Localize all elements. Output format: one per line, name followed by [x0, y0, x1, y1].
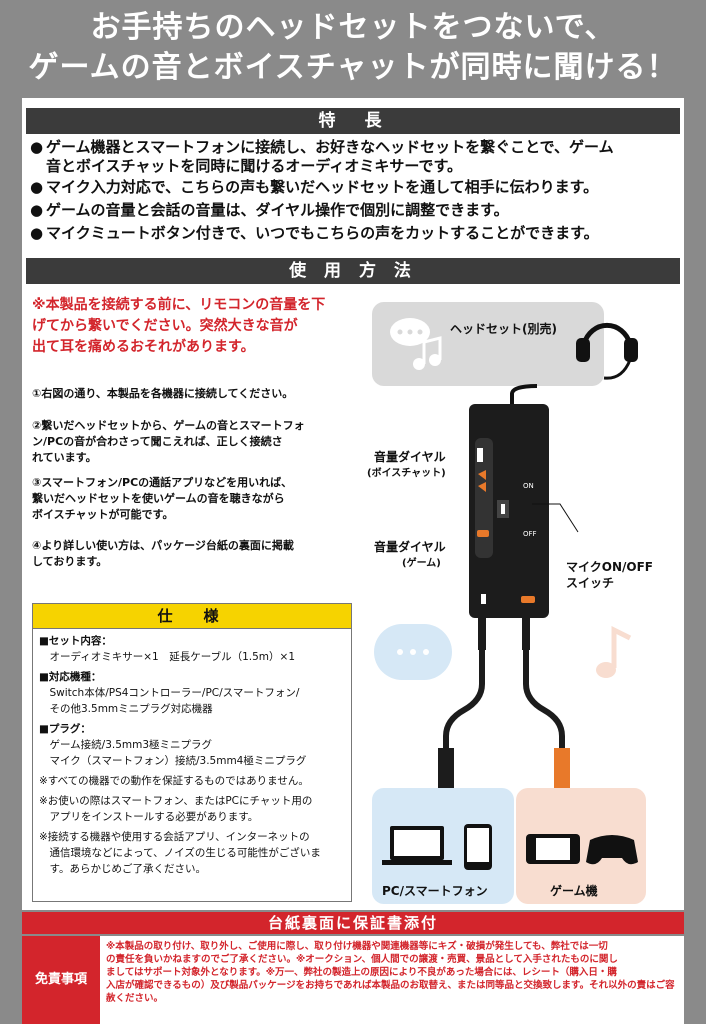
usage-warning: ※本製品を接続する前に、リモコンの音量を下 げてから繋いでください。突然大きな音… — [32, 297, 326, 355]
disclaimer: 免責事項 ※本製品の取り付け、取り外し、ご使用に際し、取り付け機器や関連機器等に… — [22, 936, 684, 1024]
cable-splitter — [438, 618, 570, 788]
warranty-bar: 台紙裏面に保証書添付 — [22, 912, 684, 934]
spec-line: その他3.5mmミニプラグ対応機器 — [39, 703, 213, 715]
main-panel: 特 長 ●ゲーム機器とスマートフォンに接続し、お好きなヘッドセットを繋ぐことで、… — [22, 98, 684, 910]
spec-line: オーディオミキサー×1 延長ケーブル（1.5m）×1 — [39, 651, 296, 663]
game-label: ゲーム機 — [550, 884, 598, 898]
pc-smartphone-panel: PC/スマートフォン — [372, 788, 514, 904]
spec-line: アプリをインストールする必要があります。 — [39, 811, 259, 823]
spec-line: ■プラグ： — [39, 723, 91, 735]
spec-line: ※すべての機器での動作を保証するものではありません。 — [39, 775, 309, 787]
spec-line: す。あらかじめご了承ください。 — [39, 863, 206, 875]
spec-line: Switch本体/PS4コントローラー/PC/スマートフォン/ — [39, 687, 300, 699]
headline-line1: お手持ちのヘッドセットをつないで、 — [90, 10, 616, 45]
spec-title: 仕 様 — [33, 604, 351, 629]
dial-game-sub: (ゲーム) — [402, 558, 441, 569]
spec-line: 通信環境などによって、ノイズの生じる可能性がございま — [39, 847, 321, 859]
spec-line: ■対応機種： — [39, 671, 102, 683]
bullet-icon: ● — [30, 138, 44, 156]
pc-label: PC/スマートフォン — [382, 884, 488, 898]
headline: お手持ちのヘッドセットをつないで、 ゲームの音とボイスチャットが同時に聞ける！ — [0, 0, 706, 98]
usage-title: 使 用 方 法 — [26, 258, 680, 284]
switch-on-label: ON — [523, 482, 534, 490]
music-note-icon — [596, 625, 632, 678]
dial-game-label: 音量ダイヤル — [374, 540, 446, 554]
mic-switch-label: マイクON/OFF — [566, 560, 653, 574]
spec-line: ■セット内容： — [39, 635, 112, 647]
feature-item-4: ●マイクミュートボタン付きで、いつでもこちらの声をカットすることができます。 — [30, 224, 599, 242]
chat-bubble-left-icon — [374, 624, 452, 680]
spec-line: ※お使いの際はスマートフォン、またはPCにチャット用の — [39, 795, 313, 807]
disclaimer-label: 免責事項 — [22, 936, 100, 1024]
features-title: 特 長 — [26, 108, 680, 134]
mic-switch-pointer — [532, 503, 579, 533]
usage-step-1: ①右図の通り、本製品を各機器に接続してください。 — [32, 387, 294, 400]
headline-line2: ゲームの音とボイスチャットが同時に聞ける！ — [28, 50, 678, 85]
headset-icon — [576, 322, 638, 380]
switch-off-label: OFF — [523, 530, 537, 538]
dial-voice-label: 音量ダイヤル — [374, 450, 446, 464]
spec-line: マイク（スマートフォン）接続/3.5mm4極ミニプラグ — [39, 755, 307, 767]
game-console-panel: ゲーム機 — [516, 788, 646, 904]
dial-voice-sub: (ボイスチャット) — [367, 468, 446, 479]
spec-box: 仕 様 ■セット内容： オーディオミキサー×1 延長ケーブル（1.5m）×1 ■対… — [32, 603, 352, 902]
usage-step-4: ④より詳しい使い方は、パッケージ台紙の裏面に掲載 しております。 — [32, 539, 294, 568]
headset-bubble — [372, 302, 604, 386]
feature-item-1: ●ゲーム機器とスマートフォンに接続し、お好きなヘッドセットを繋ぐことで、ゲーム … — [30, 138, 614, 175]
mixer-device: ON OFF — [469, 404, 549, 618]
spec-line: ※接続する機器や使用する会話アプリ、インターネットの — [39, 831, 310, 843]
headset-cable — [510, 384, 538, 404]
headset-label: ヘッドセット(別売) — [450, 322, 557, 336]
feature-item-3: ●ゲームの音量と会話の音量は、ダイヤル操作で個別に調整できます。 — [30, 201, 509, 219]
usage-step-3: ③スマートフォン/PCの通話アプリなどを用いれば、 繋いだヘッドセットを使いゲー… — [32, 476, 293, 521]
usage-step-2: ②繋いだヘッドセットから、ゲームの音とスマートフォ ン/PCの音が合わさって聞こ… — [32, 419, 305, 464]
spec-line: ゲーム接続/3.5mm3極ミニプラグ — [39, 739, 213, 751]
feature-item-2: ●マイク入力対応で、こちらの声も繋いだヘッドセットを通して相手に伝わります。 — [30, 178, 599, 196]
bullet-icon: ● — [30, 224, 44, 242]
bullet-icon: ● — [30, 201, 44, 219]
disclaimer-text: ※本製品の取り付け、取り外し、ご使用に際し、取り付け機器や関連機器等にキズ・破損… — [106, 941, 675, 1004]
chat-bubble-icon — [390, 318, 442, 370]
mic-switch-label-2: スイッチ — [566, 576, 615, 590]
bullet-icon: ● — [30, 178, 44, 196]
